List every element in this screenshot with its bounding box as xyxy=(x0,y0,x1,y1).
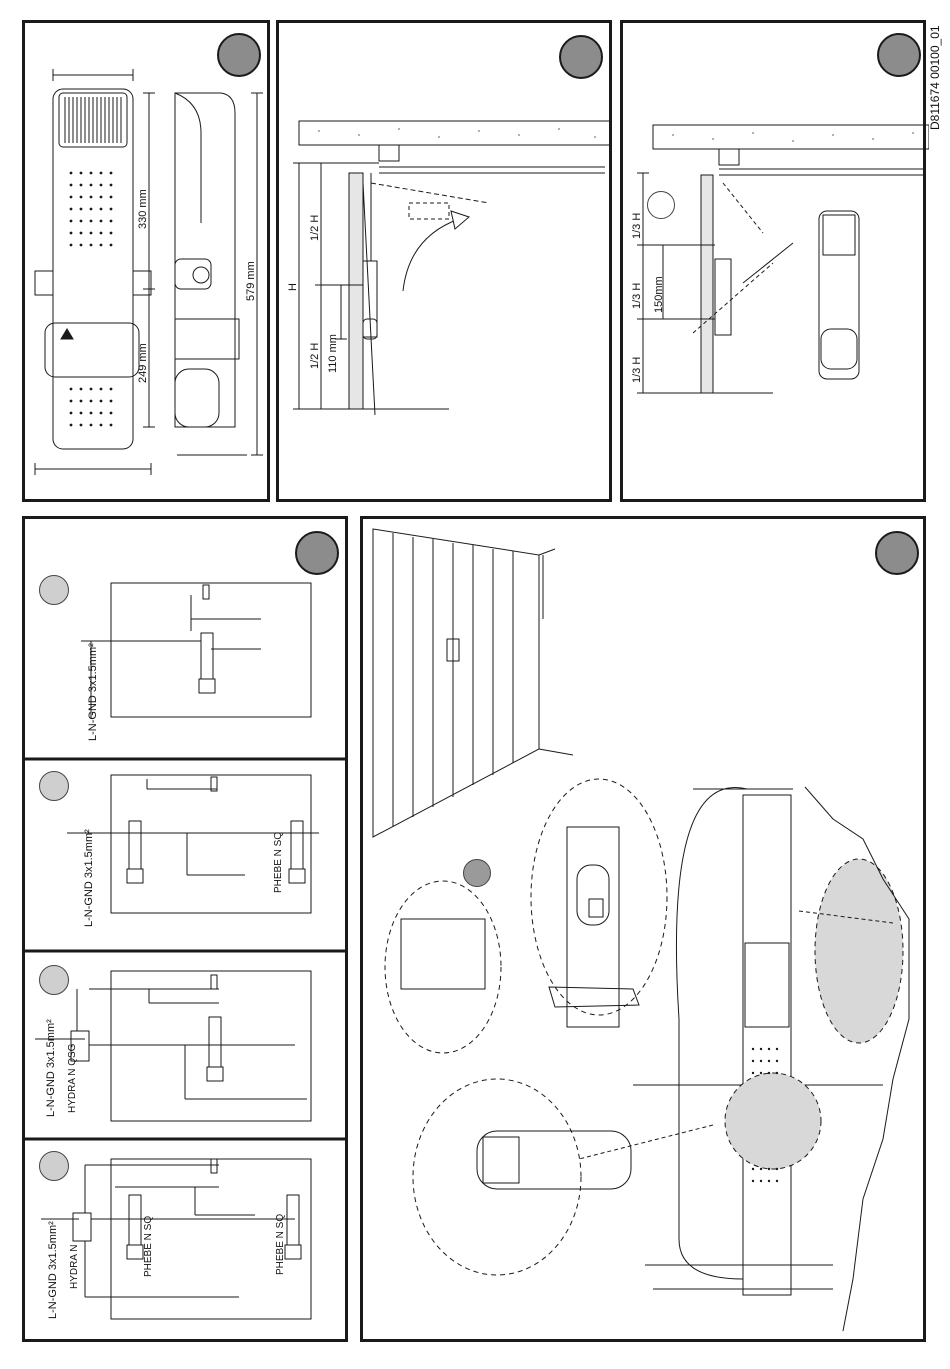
release-mechanism-drawing xyxy=(363,519,929,1345)
cable-label-b: L-N-GND 3x1.5mm² xyxy=(83,829,95,927)
label-half-top: 1/2 H xyxy=(309,215,321,241)
label-third-top: 1/3 H xyxy=(631,213,643,239)
document-code: D811674 00100_01 xyxy=(928,25,942,130)
phebe-label-d2: PHEBE N SQ xyxy=(275,1214,286,1275)
label-third-mid: 1/3 H xyxy=(631,283,643,309)
cable-label-a: L-N-GND 3x1.5mm² xyxy=(87,643,99,741)
dimension-lower-label: 249 mm xyxy=(137,343,149,383)
cable-label-c: L-N-GND 3x1.5mm² xyxy=(45,1019,57,1117)
label-h: H xyxy=(287,283,299,291)
cable-label-d: L-N-GND 3x1.5mm² xyxy=(47,1221,59,1319)
label-150mm: 150mm xyxy=(653,276,665,313)
dimension-total-label: 579 mm xyxy=(245,261,257,301)
panel-dimensions: 330 mm 249 mm 579 mm xyxy=(22,20,270,502)
half-height-door-drawing xyxy=(279,23,615,505)
label-half-bottom: 1/2 H xyxy=(309,343,321,369)
panel-wiring: L-N-GND 3x1.5mm² L-N-GND 3x1.5mm² PHEBE … xyxy=(22,516,348,1342)
label-110mm: 110 mm xyxy=(327,334,339,373)
wiring-diagrams xyxy=(25,519,351,1345)
panel-release-mechanism xyxy=(360,516,926,1342)
hydra-label-d: HYDRA N xyxy=(69,1245,80,1289)
label-third-bottom: 1/3 H xyxy=(631,357,643,383)
operator-dimension-drawing xyxy=(25,23,273,505)
third-height-door-drawing xyxy=(623,23,929,505)
panel-half-height-install: H 1/2 H 1/2 H 110 mm xyxy=(276,20,612,502)
panel-third-height-install: 1/3 H 1/3 H 1/3 H 150mm xyxy=(620,20,926,502)
phebe-label-b: PHEBE N SQ xyxy=(273,832,284,893)
dimension-upper-label: 330 mm xyxy=(137,189,149,229)
hydra-label-c: HYDRA N QSG xyxy=(67,1044,78,1113)
phebe-label-d1: PHEBE N SQ xyxy=(143,1216,154,1277)
